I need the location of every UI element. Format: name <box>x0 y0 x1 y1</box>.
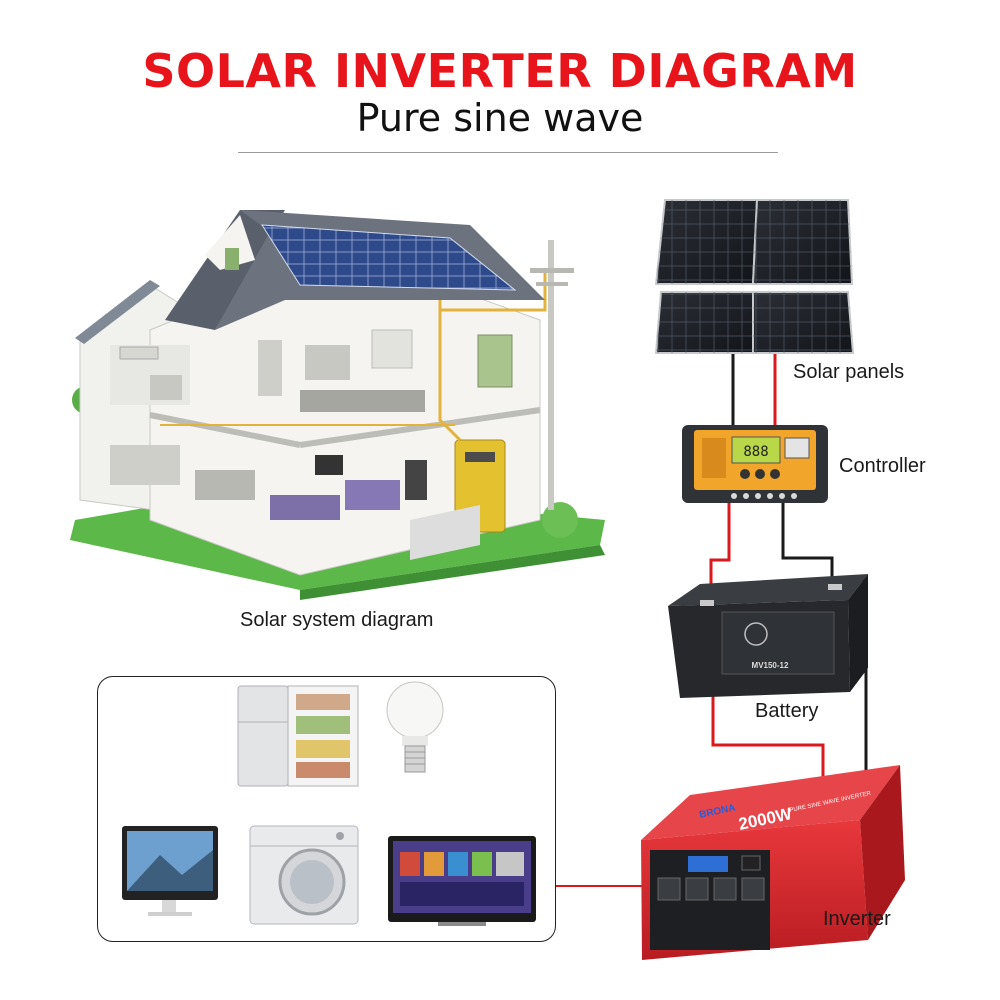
page-title: SOLAR INVERTER DIAGRAM <box>142 44 858 98</box>
page-subtitle: Pure sine wave <box>356 96 644 140</box>
refrigerator-icon <box>237 685 359 787</box>
battery-icon: MV150-12 <box>668 574 868 698</box>
television-icon <box>388 836 536 926</box>
wire-battery-positive <box>709 500 731 603</box>
solar-panel-icon <box>654 199 855 354</box>
label-solar-panels: Solar panels <box>793 361 905 383</box>
title-divider <box>238 152 778 153</box>
wire-battery-negative <box>781 500 834 580</box>
inverter-icon: BRONA 2000W PURE SINE WAVE INVERTER <box>641 765 905 960</box>
label-inverter: Inverter <box>823 908 891 930</box>
light-bulb-icon <box>386 681 444 773</box>
battery-model-text: MV150-12 <box>752 661 789 670</box>
label-solar-system: Solar system diagram <box>240 609 434 631</box>
house-illustration-icon <box>70 210 605 600</box>
appliances-box <box>97 676 556 942</box>
computer-monitor-icon <box>122 826 218 916</box>
controller-display-text: 888 <box>743 444 768 460</box>
washing-machine-icon <box>249 825 359 925</box>
label-battery: Battery <box>755 700 819 722</box>
charge-controller-icon: 888 <box>682 425 828 503</box>
label-controller: Controller <box>839 455 926 477</box>
